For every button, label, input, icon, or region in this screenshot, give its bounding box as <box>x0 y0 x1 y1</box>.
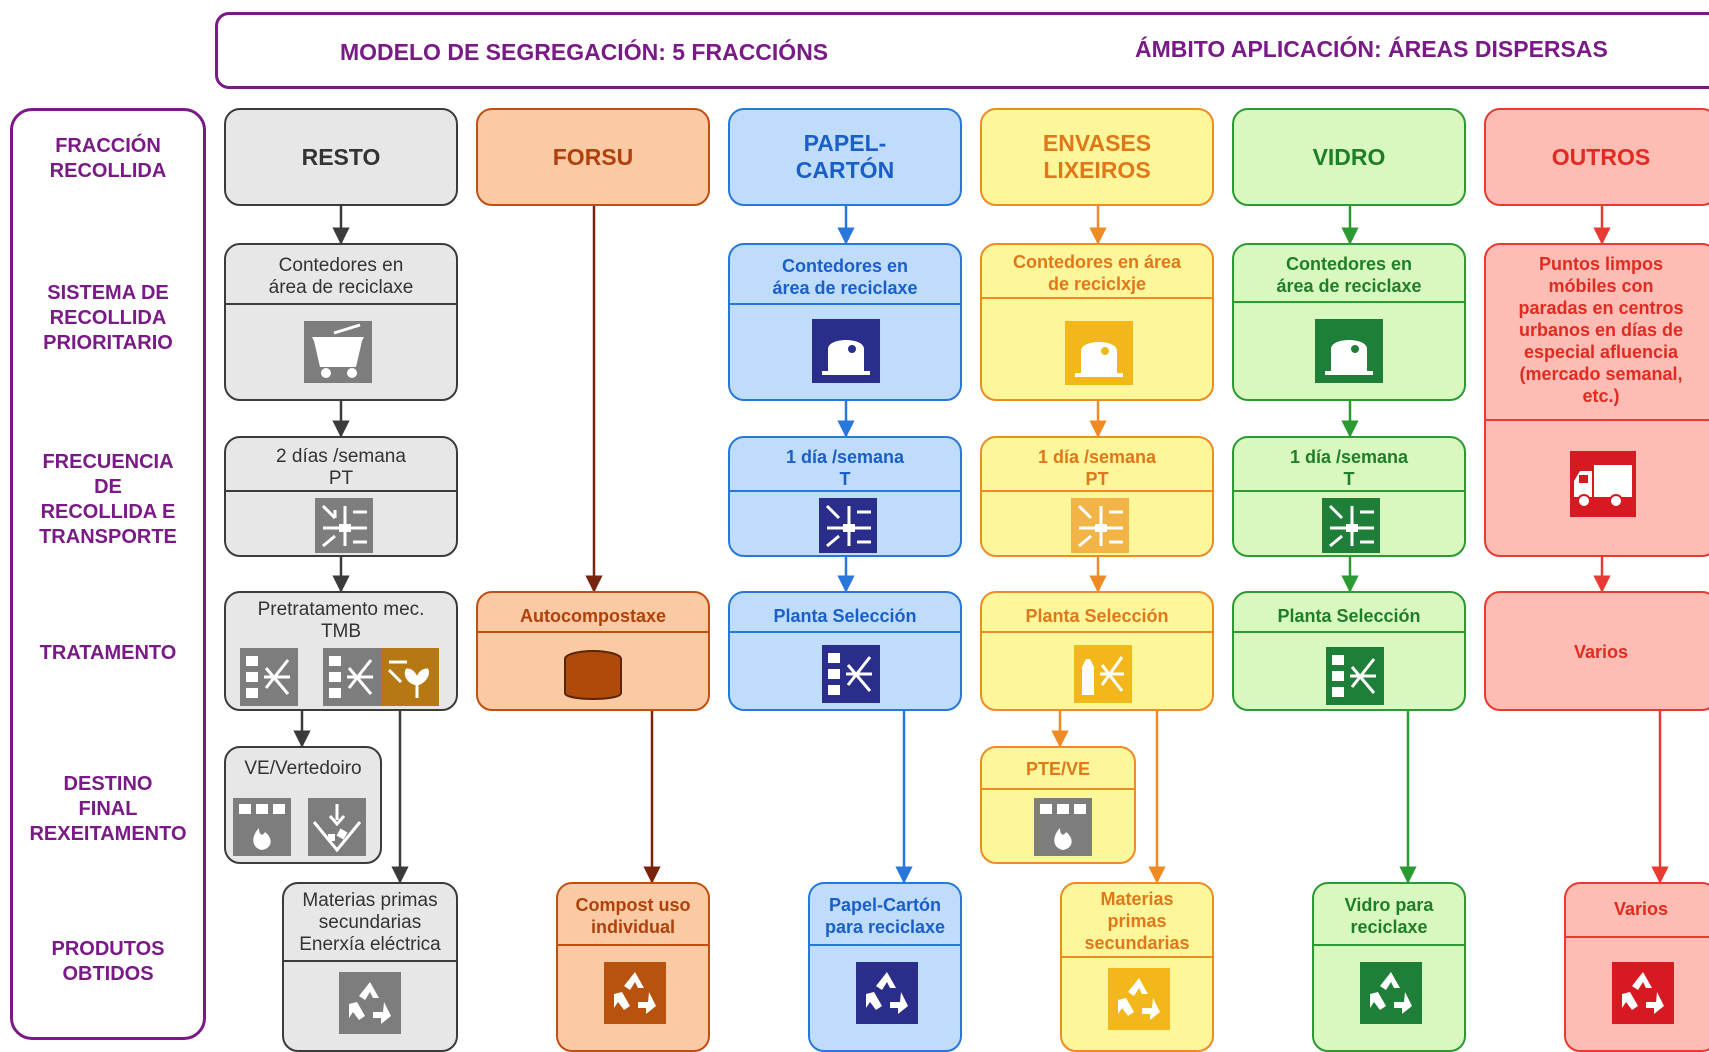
envases-product-label: Materias primas secundarias <box>1084 889 1190 953</box>
forsu-product-box: Compost uso individual <box>556 882 710 1052</box>
recycling-container-icon <box>1065 321 1133 385</box>
fraction-forsu-title: FORSU <box>552 143 634 170</box>
resto-destination-label: VE/Vertedoiro <box>244 758 362 779</box>
fraction-vidro: VIDRO <box>1232 108 1466 206</box>
scope-title: ÁMBITO APLICACIÓN: ÁREAS DISPERSAS <box>1135 36 1608 62</box>
sorting-plant-icon <box>323 648 381 706</box>
transfer-station-icon <box>315 498 373 553</box>
resto-frequency-box: 2 días /semana PT <box>224 436 458 557</box>
transfer-station-icon <box>819 498 877 553</box>
wheelie-bin-icon <box>304 321 372 383</box>
row-label-frecuencia: FRECUENCIA DE RECOLLIDA E TRANSPORTE <box>39 451 177 548</box>
recycle-icon <box>856 962 918 1024</box>
papel-treatment-box: Planta Selección <box>728 591 962 711</box>
header-banner: MODELO DE SEGREGACIÓN: 5 FRACCIÓNS ÁMBIT… <box>215 12 1709 89</box>
envases-frequency-box: 1 día /semana PT <box>980 436 1214 557</box>
envases-treatment-label: Planta Selección <box>1025 606 1169 626</box>
fraction-papel: PAPEL- CARTÓN <box>728 108 962 206</box>
recycle-icon <box>1108 968 1170 1030</box>
sorting-plant-icon <box>240 648 298 706</box>
papel-treatment-label: Planta Selección <box>773 606 917 626</box>
forsu-treatment-box: Autocompostaxe <box>476 591 710 711</box>
envases-frequency-label: 1 día /semana PT <box>1037 447 1157 489</box>
row-label-destino: DESTINO FINAL REXEITAMENTO <box>29 773 187 845</box>
envases-destination-label: PTE/VE <box>1025 759 1091 779</box>
fraction-vidro-title: VIDRO <box>1312 143 1386 170</box>
envases-treatment-box: Planta Selección <box>980 591 1214 711</box>
fraction-resto-title: RESTO <box>301 143 381 170</box>
recycle-icon <box>1360 962 1422 1024</box>
transfer-station-icon <box>1322 498 1380 553</box>
sorting-plant-icon <box>1074 645 1132 703</box>
outros-system-box: Puntos limpos móbiles con paradas en cen… <box>1484 243 1709 557</box>
recycling-container-icon <box>1315 319 1383 383</box>
forsu-treatment-label: Autocompostaxe <box>519 606 667 626</box>
papel-system-box: Contedores en área de reciclaxe <box>728 243 962 401</box>
compost-bin-icon <box>564 650 622 700</box>
fraction-papel-title: PAPEL- CARTÓN <box>795 130 895 183</box>
vidro-system-label: Contedores en área de reciclaxe <box>1276 254 1422 296</box>
papel-frequency-label: 1 día /semana T <box>785 447 905 489</box>
recycle-icon <box>1612 962 1674 1024</box>
envases-destination-box: PTE/VE <box>980 746 1136 864</box>
papel-product-box: Papel-Cartón para reciclaxe <box>808 882 962 1052</box>
sorting-plant-icon <box>822 645 880 703</box>
recycle-icon <box>604 962 666 1024</box>
papel-frequency-box: 1 día /semana T <box>728 436 962 557</box>
resto-product-label: Materias primas secundarias Enerxía eléc… <box>299 890 441 955</box>
vidro-frequency-label: 1 día /semana T <box>1289 447 1409 489</box>
row-label-fraccion: FRACCIÓN RECOLLIDA <box>49 135 167 182</box>
vidro-treatment-label: Planta Selección <box>1277 606 1421 626</box>
envases-system-box: Contedores en área de reciclxje <box>980 243 1214 401</box>
fraction-forsu: FORSU <box>476 108 710 206</box>
segregation-model-title: MODELO DE SEGREGACIÓN: 5 FRACCIÓNS <box>340 39 829 65</box>
composting-icon <box>381 648 439 706</box>
row-label-sistema: SISTEMA DE RECOLLIDA PRIORITARIO <box>43 282 173 354</box>
resto-system-box: Contedores en área de reciclaxe <box>224 243 458 401</box>
resto-product-box: Materias primas secundarias Enerxía eléc… <box>282 882 458 1052</box>
recycle-icon <box>339 972 401 1034</box>
row-label-produtos: PRODUTOS OBTIDOS <box>51 938 165 985</box>
fraction-envases: ENVASES LIXEIROS <box>980 108 1214 206</box>
papel-system-label: Contedores en área de reciclaxe <box>772 256 918 298</box>
landfill-icon <box>308 798 366 856</box>
resto-system-label: Contedores en área de reciclaxe <box>268 255 414 298</box>
fraction-resto: RESTO <box>224 108 458 206</box>
outros-system-label: Puntos limpos móbiles con paradas en cen… <box>1518 254 1684 406</box>
forsu-product-label: Compost uso individual <box>575 895 691 937</box>
vidro-product-label: Vidro para reciclaxe <box>1344 895 1434 937</box>
row-label-tratamento: TRATAMENTO <box>39 642 177 664</box>
outros-product-label: Varios <box>1613 899 1669 919</box>
incinerator-icon <box>1034 798 1092 856</box>
resto-destination-box: VE/Vertedoiro <box>224 746 382 864</box>
resto-treatment-label: Pretratamento mec. TMB <box>257 599 425 642</box>
recycling-container-icon <box>812 319 880 383</box>
fraction-outros-title: OUTROS <box>1551 143 1651 170</box>
outros-product-box: Varios <box>1564 882 1709 1052</box>
vidro-product-box: Vidro para reciclaxe <box>1312 882 1466 1052</box>
resto-treatment-box: Pretratamento mec. TMB <box>224 591 458 711</box>
envases-system-label: Contedores en área de reciclxje <box>1012 252 1182 294</box>
truck-icon <box>1570 451 1636 517</box>
outros-treatment-label: Varios <box>1573 642 1629 662</box>
fraction-envases-title: ENVASES LIXEIROS <box>1042 130 1152 183</box>
papel-product-label: Papel-Cartón para reciclaxe <box>824 895 946 937</box>
incinerator-icon <box>233 798 291 856</box>
fraction-outros: OUTROS <box>1484 108 1709 206</box>
vidro-system-box: Contedores en área de reciclaxe <box>1232 243 1466 401</box>
transfer-station-icon <box>1071 498 1129 553</box>
outros-treatment-box: Varios <box>1484 591 1709 711</box>
vidro-frequency-box: 1 día /semana T <box>1232 436 1466 557</box>
vidro-treatment-box: Planta Selección <box>1232 591 1466 711</box>
resto-frequency-label: 2 días /semana PT <box>276 446 406 489</box>
row-labels-panel <box>10 108 206 1040</box>
sorting-plant-icon <box>1326 647 1384 705</box>
envases-product-box: Materias primas secundarias <box>1060 882 1214 1052</box>
